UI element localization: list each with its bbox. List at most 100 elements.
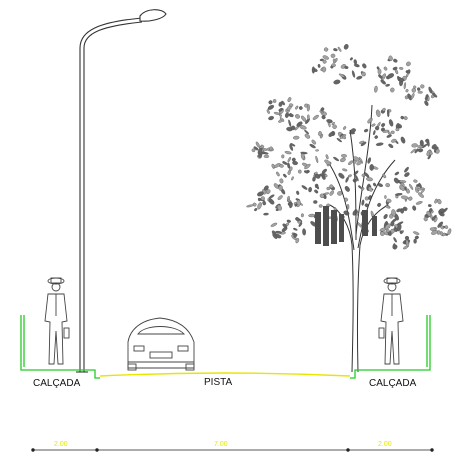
leaf [375, 142, 384, 146]
leaf [390, 220, 395, 227]
leaf [304, 129, 309, 135]
leaf [273, 183, 280, 189]
right-sidewalk-curb [350, 315, 431, 379]
leaf [263, 212, 269, 216]
leaf [348, 160, 354, 165]
leaf [253, 146, 259, 151]
leaf [290, 143, 296, 147]
leaf [298, 169, 302, 174]
leaf [399, 78, 405, 82]
leaf [337, 191, 343, 196]
leaf [400, 115, 405, 120]
leaf [399, 180, 407, 183]
leaf [364, 203, 369, 208]
leaf [444, 225, 449, 229]
leaf [356, 75, 363, 80]
leaf [326, 119, 333, 124]
leaf [291, 176, 294, 181]
leaf [417, 87, 421, 91]
leaf [302, 228, 306, 236]
leaf [341, 154, 347, 158]
leaf [403, 82, 407, 90]
leaf [425, 138, 430, 143]
car-icon [127, 317, 195, 371]
leaf [382, 173, 387, 179]
leaf [393, 177, 400, 184]
leaf [384, 223, 391, 230]
leaf [357, 222, 362, 228]
leaf [257, 197, 261, 202]
leaf [390, 130, 395, 134]
leaf [384, 195, 387, 199]
leaf [345, 176, 349, 183]
leaf [318, 204, 323, 208]
leaf [385, 205, 390, 209]
leaf [392, 243, 396, 249]
leaf [287, 156, 291, 163]
leaf [435, 148, 440, 154]
leaf [246, 204, 254, 208]
leaf [340, 157, 346, 163]
leaf [405, 72, 409, 78]
leaf [387, 109, 390, 118]
leaf [398, 124, 402, 129]
person-icon [378, 277, 404, 365]
leaf [257, 202, 262, 210]
leaf [367, 117, 373, 124]
leaf [298, 222, 303, 227]
leaf [288, 103, 294, 107]
leaf [324, 159, 331, 165]
leaf [410, 93, 415, 100]
road-label: PISTA [204, 377, 232, 388]
leaf [395, 69, 399, 75]
leaf [369, 164, 374, 171]
leaf [433, 217, 438, 223]
leaf [400, 195, 409, 200]
leaf [301, 185, 308, 190]
leaf [298, 106, 303, 110]
leaf [346, 203, 350, 210]
leaf [413, 238, 417, 244]
leaf [326, 186, 331, 191]
leaf [386, 229, 390, 233]
leaf [309, 143, 316, 149]
leaf [283, 173, 287, 178]
leaf [393, 224, 398, 227]
leaf [439, 208, 445, 213]
leaf [336, 138, 342, 143]
leaf [390, 87, 395, 93]
leaf [371, 123, 376, 127]
leaf [300, 151, 308, 155]
leaf [306, 104, 310, 112]
leaf [413, 179, 418, 183]
leaf [359, 140, 365, 144]
leaf [406, 61, 411, 67]
leaf [411, 143, 418, 148]
leaf [343, 44, 349, 50]
leaf [282, 223, 288, 228]
right-sidewalk-label: CALÇADA [369, 378, 417, 389]
leaf [333, 156, 339, 162]
leaf [378, 74, 383, 79]
leaf [295, 217, 300, 222]
leaf [419, 139, 424, 147]
leaf [391, 209, 396, 217]
leaf [418, 182, 422, 189]
leaf [394, 171, 400, 176]
leaf [404, 235, 410, 241]
leaf [348, 131, 356, 135]
leaf [269, 146, 273, 151]
leaf [281, 154, 285, 159]
leaf [441, 232, 446, 237]
leaf [257, 147, 263, 155]
leaf [387, 73, 395, 79]
leaf [358, 185, 362, 189]
left-sidewalk-label: CALÇADA [33, 378, 81, 389]
leaf [382, 107, 386, 112]
left-sidewalk-curb [20, 315, 100, 379]
leaf [368, 195, 372, 200]
leaf [278, 101, 283, 107]
leaf [294, 203, 298, 207]
leaf [395, 127, 400, 132]
